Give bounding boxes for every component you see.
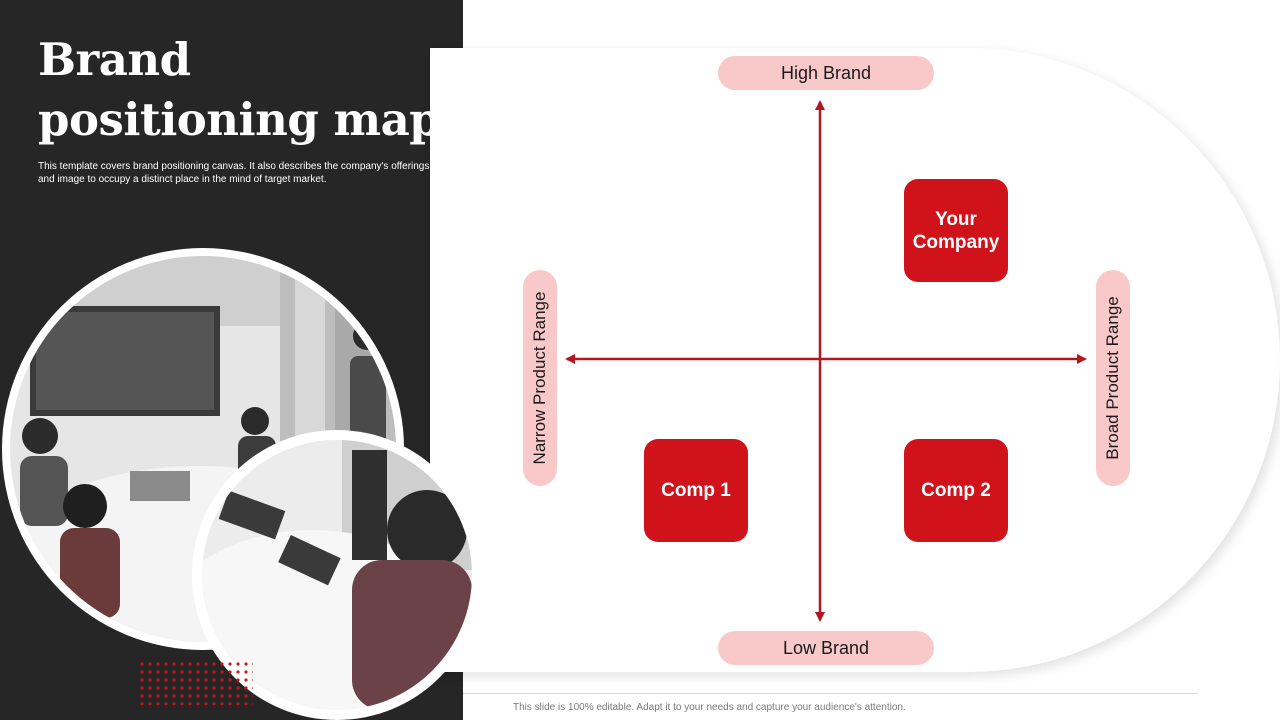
decorative-dot-grid — [138, 660, 253, 705]
meeting-photo-small — [192, 430, 482, 720]
meeting-room-image — [10, 256, 396, 642]
comp-2-text: Comp 2 — [921, 480, 991, 501]
page-title: Brand positioning map — [38, 30, 458, 150]
high-brand-label: High Brand — [718, 56, 934, 90]
slide-description: This template covers brand positioning c… — [38, 161, 430, 185]
comp-2-box: Comp 2 — [904, 439, 1008, 542]
your-company-text: Your Company — [912, 208, 1000, 253]
footer-divider — [463, 693, 1198, 694]
low-brand-label: Low Brand — [718, 631, 934, 665]
title-line-1: Brand — [38, 33, 191, 86]
narrow-product-range-label: Narrow Product Range — [523, 270, 557, 486]
footer-note: This slide is 100% editable. Adapt it to… — [513, 702, 906, 713]
title-line-2: positioning map — [38, 93, 441, 146]
comp-1-text: Comp 1 — [661, 480, 731, 501]
meeting-table-image — [202, 440, 472, 710]
narrow-product-range-text: Narrow Product Range — [530, 291, 549, 465]
your-company-box: Your Company — [904, 179, 1008, 282]
high-brand-text: High Brand — [780, 62, 872, 83]
low-brand-text: Low Brand — [782, 637, 870, 658]
broad-product-range-text: Broad Product Range — [1103, 296, 1122, 460]
comp-1-box: Comp 1 — [644, 439, 748, 542]
broad-product-range-label: Broad Product Range — [1096, 270, 1130, 486]
positioning-canvas — [430, 48, 1280, 672]
